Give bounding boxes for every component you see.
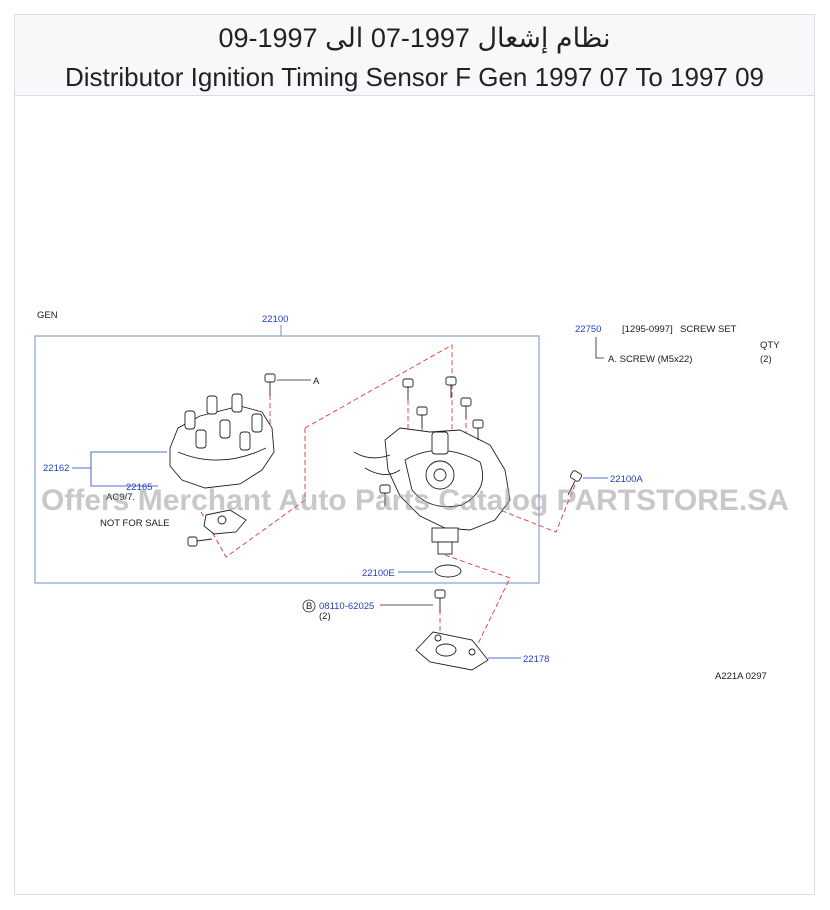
housing-screw-5[interactable] — [472, 419, 484, 440]
cap-leader — [90, 451, 167, 487]
gen-label: GEN — [37, 310, 58, 321]
housing-screw-1[interactable] — [402, 378, 414, 400]
part-number-08110-62025[interactable]: 08110-62025 — [319, 601, 374, 612]
part-number-22100e[interactable]: 22100E — [362, 568, 395, 579]
housing-screw-3[interactable] — [416, 406, 428, 428]
screw-a[interactable] — [264, 373, 276, 396]
dashed-line-plate — [444, 554, 511, 651]
dashed-line-22100a — [499, 484, 576, 533]
part-number-22165[interactable]: 22165 — [126, 482, 152, 493]
page-title-arabic: نظام إشعال 1997-07 الى 1997-09 — [218, 23, 611, 53]
catalog-frame: نظام إشعال 1997-07 الى 1997-09 Distribut… — [14, 14, 815, 895]
distributor-cap[interactable] — [169, 393, 275, 489]
housing-screw-4[interactable] — [460, 397, 472, 418]
housing-screw-2[interactable] — [445, 376, 457, 398]
rotor-not-for-sale: NOT FOR SALE — [100, 518, 170, 529]
rotor[interactable] — [203, 509, 247, 535]
screw-22100a[interactable] — [567, 470, 583, 496]
part-number-22100a[interactable]: 22100A — [610, 474, 643, 485]
qty-header: QTY — [760, 340, 780, 351]
bolt-callout-letter: B — [306, 601, 312, 612]
bolt-qty: (2) — [319, 611, 331, 622]
mounting-plate[interactable] — [415, 631, 489, 671]
part-number-22178[interactable]: 22178 — [523, 654, 549, 665]
part-number-22162[interactable]: 22162 — [43, 463, 69, 474]
o-ring[interactable] — [434, 564, 462, 578]
screw-set-code: [1295-0997] — [622, 324, 673, 335]
page-header: نظام إشعال 1997-07 الى 1997-09 Distribut… — [15, 15, 814, 96]
rotor-note-partial: AC9/7. — [106, 492, 135, 503]
screw-set-tree-line — [595, 337, 604, 359]
label-a: A — [313, 376, 320, 387]
part-number-22750[interactable]: 22750 — [575, 324, 601, 335]
part-number-22100[interactable]: 22100 — [262, 314, 288, 325]
screw-set-item: A. SCREW (M5x22) — [608, 354, 692, 365]
bolt-callout-circle — [302, 599, 316, 613]
rotor-screw[interactable] — [187, 536, 213, 547]
distributor-housing[interactable] — [353, 427, 511, 555]
housing-screw-6[interactable] — [379, 484, 391, 506]
dashed-line-cap-top — [304, 344, 453, 440]
bolt[interactable] — [434, 589, 446, 612]
assembly-box — [34, 335, 540, 584]
watermark: Offers Merchant Auto Parts Catalog PARTS… — [41, 484, 789, 517]
screw-set-item-qty: (2) — [760, 354, 772, 365]
reference-code: A221A 0297 — [715, 671, 767, 682]
page-title-english: Distributor Ignition Timing Sensor F Gen… — [64, 62, 765, 92]
screw-set-name: SCREW SET — [680, 324, 737, 335]
